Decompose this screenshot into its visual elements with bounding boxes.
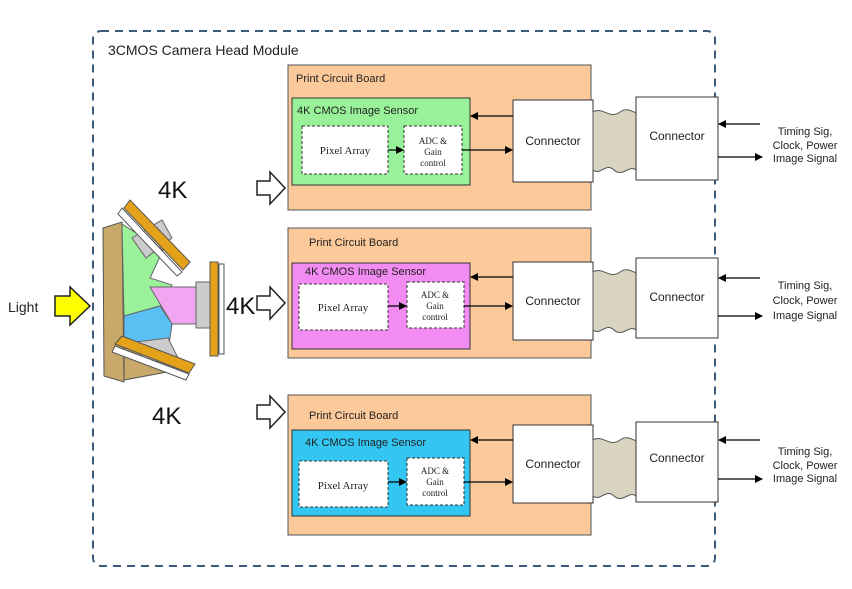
- adc-line-1: ADC &: [421, 466, 449, 476]
- sensor-label: 4K CMOS Image Sensor: [305, 266, 426, 278]
- adc-line-2: Gain: [424, 147, 442, 157]
- inner-connector: [512, 99, 594, 183]
- outer-connector-label: Connector: [649, 290, 704, 304]
- board-2: Print Circuit Board 4K CMOS Image Sensor…: [287, 227, 838, 359]
- sensor-glass-middle: [218, 263, 225, 355]
- sensor-bar-bottom: [114, 335, 196, 374]
- signal-line-3: Image Signal: [773, 153, 837, 165]
- prism-label-middle: 4K: [226, 293, 255, 320]
- signal-line-1: Timing Sig,: [778, 280, 833, 292]
- outer-connector-label: Connector: [649, 451, 704, 465]
- outer-connector: [635, 96, 719, 181]
- module-title: 3CMOS Camera Head Module: [108, 42, 299, 58]
- board-input-arrow-2: [256, 285, 287, 321]
- pixel-array-block: [301, 125, 389, 175]
- adc-block: [403, 125, 463, 175]
- pcb-label: Print Circuit Board: [309, 237, 398, 249]
- signal-line-2: Clock, Power: [773, 295, 838, 307]
- signal-line-1: Timing Sig,: [778, 126, 833, 138]
- adc-line-3: control: [420, 158, 446, 168]
- inner-connector-label: Connector: [525, 134, 580, 148]
- board-input-arrow-3: [256, 394, 287, 430]
- inner-connector-label: Connector: [525, 457, 580, 471]
- sensor-glass-bottom: [111, 345, 190, 381]
- board-input-arrow-1: [256, 170, 287, 206]
- pixel-array-label: Pixel Array: [318, 480, 369, 492]
- flex-cable: [592, 437, 637, 500]
- adc-line-3: control: [422, 488, 448, 498]
- adc-line-1: ADC &: [419, 136, 447, 146]
- outer-connector: [635, 257, 719, 339]
- pixel-array-block: [298, 460, 389, 508]
- pcb-label: Print Circuit Board: [296, 73, 385, 85]
- light-arrow: [54, 285, 92, 327]
- outer-connector-label: Connector: [649, 129, 704, 143]
- prism-label-bottom: 4K: [152, 403, 181, 430]
- inner-connector: [512, 261, 594, 341]
- board-3: Print Circuit Board 4K CMOS Image Sensor…: [287, 394, 838, 536]
- light-label: Light: [8, 299, 38, 315]
- adc-line-2: Gain: [426, 477, 444, 487]
- signal-line-2: Clock, Power: [773, 140, 838, 152]
- adc-line-1: ADC &: [421, 290, 449, 300]
- sensor-glass-top: [117, 207, 183, 277]
- sensor-label: 4K CMOS Image Sensor: [297, 105, 418, 117]
- prism-body: [102, 221, 125, 383]
- adc-block: [406, 281, 465, 329]
- sensor-label: 4K CMOS Image Sensor: [305, 437, 426, 449]
- sensor-bar-middle: [209, 261, 219, 357]
- signal-line-3: Image Signal: [773, 310, 837, 322]
- signal-line-2: Clock, Power: [773, 460, 838, 472]
- prism-assembly: [102, 199, 225, 383]
- signal-line-1: Timing Sig,: [778, 446, 833, 458]
- filter-middle: [195, 281, 211, 329]
- pixel-array-label: Pixel Array: [318, 302, 369, 314]
- pixel-array-block: [298, 283, 389, 331]
- pcb-label: Print Circuit Board: [309, 410, 398, 422]
- adc-line-3: control: [422, 312, 448, 322]
- flex-cable: [592, 109, 637, 174]
- inner-connector-label: Connector: [525, 294, 580, 308]
- outer-connector: [635, 421, 719, 503]
- board-1: Print Circuit Board 4K CMOS Image Sensor…: [287, 64, 838, 211]
- prism-label-top: 4K: [158, 177, 187, 204]
- pixel-array-label: Pixel Array: [320, 145, 371, 157]
- flex-cable: [592, 269, 637, 334]
- sensor-bar-top: [123, 199, 191, 271]
- signal-line-3: Image Signal: [773, 473, 837, 485]
- adc-line-2: Gain: [426, 301, 444, 311]
